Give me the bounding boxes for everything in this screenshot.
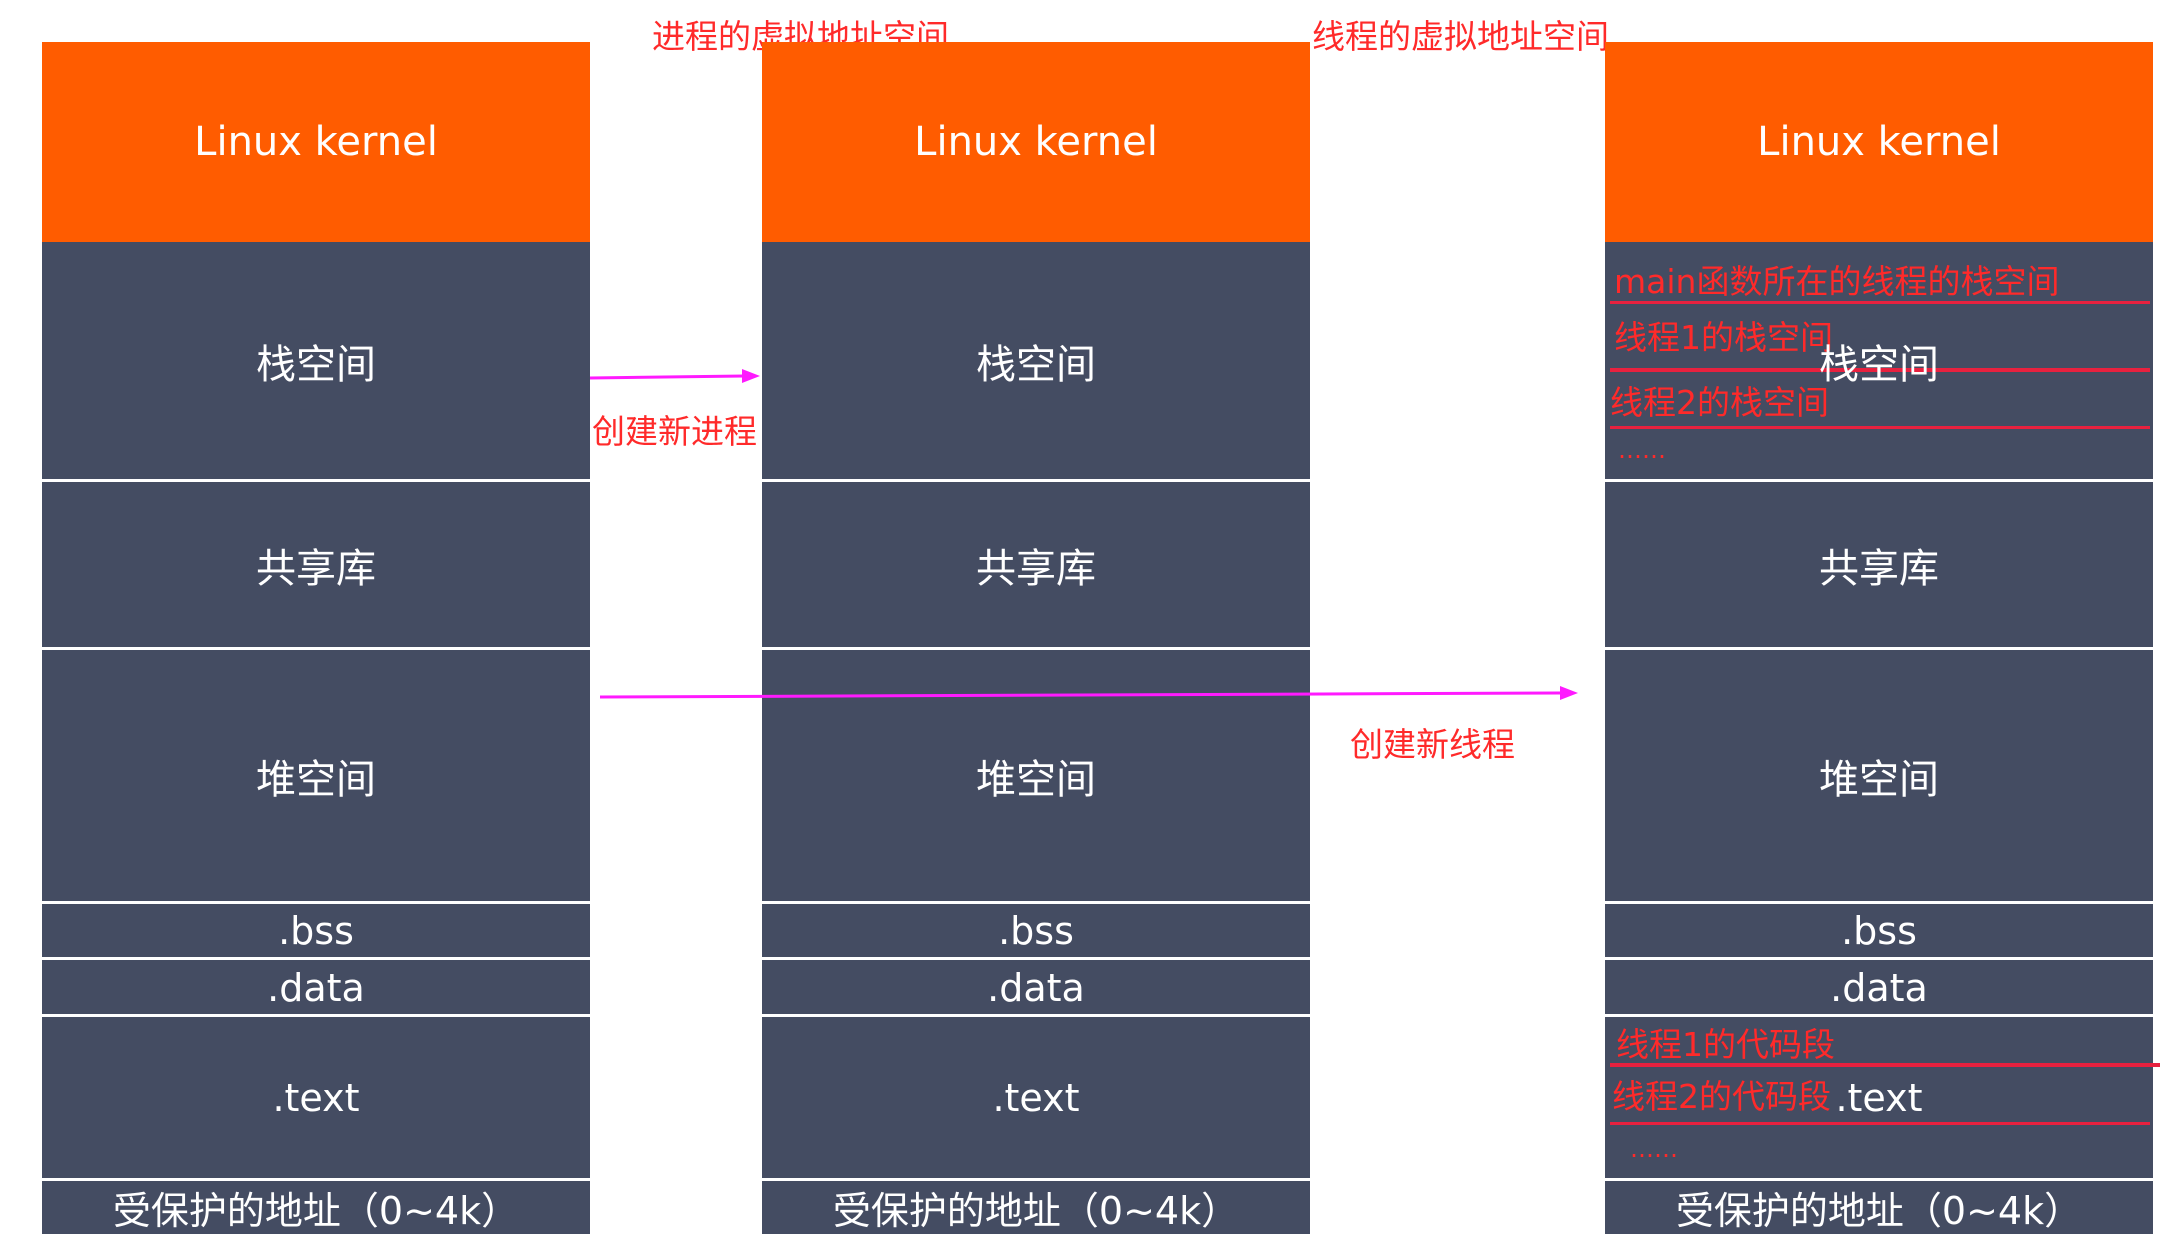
new-process-arrowhead (742, 369, 760, 383)
new-thread-arrow-line (599, 691, 1561, 699)
data-segment: .data (762, 960, 1310, 1015)
shared-lib-segment: 共享库 (762, 482, 1310, 648)
divider (1605, 479, 2153, 482)
divider (762, 957, 1310, 960)
new-thread-arrowhead (1560, 686, 1578, 700)
divider (1605, 647, 2153, 650)
thread1-code-label: 线程1的代码段 (1616, 1025, 1835, 1064)
segment-label: 栈空间 (1819, 342, 1939, 388)
divider (42, 479, 590, 482)
protected-segment: 受保护的地址（0~4k） (762, 1181, 1310, 1234)
bss-segment: .bss (1605, 904, 2153, 958)
segment-label: .bss (1841, 909, 1917, 953)
segment-label: .text (1835, 1076, 1923, 1120)
divider (762, 479, 1310, 482)
divider (42, 957, 590, 960)
divider (42, 1178, 590, 1181)
text-segment: .text (1605, 1017, 2153, 1179)
divider (762, 1178, 1310, 1181)
divider (42, 647, 590, 650)
data-segment: .data (1605, 960, 2153, 1015)
segment-label: .text (992, 1076, 1080, 1120)
kernel-segment: Linux kernel (762, 42, 1310, 242)
stack-segment: 栈空间 (42, 242, 590, 480)
segment-label: .bss (278, 909, 354, 953)
thread2-code-label: 线程2的代码段 (1612, 1077, 1831, 1116)
segment-label: Linux kernel (194, 119, 438, 165)
segment-label: 堆空间 (976, 757, 1096, 803)
segment-label: 堆空间 (1819, 757, 1939, 803)
thread-vas-title: 线程的虚拟地址空间 (1312, 17, 1609, 56)
divider (42, 1014, 590, 1017)
thread2-stack-label: 线程2的栈空间 (1610, 383, 1829, 422)
divider (762, 1014, 1310, 1017)
new-process-label: 创建新进程 (592, 412, 757, 451)
segment-label: Linux kernel (1757, 119, 2001, 165)
segment-label: 受保护的地址（0~4k） (112, 1189, 520, 1233)
main-thread-stack-label: main函数所在的线程的栈空间 (1614, 262, 2060, 301)
annotation-line (1610, 426, 2150, 429)
protected-segment: 受保护的地址（0~4k） (1605, 1181, 2153, 1234)
kernel-segment: Linux kernel (1605, 42, 2153, 242)
divider (1605, 1178, 2153, 1181)
segment-label: .bss (998, 909, 1074, 953)
protected-segment: 受保护的地址（0~4k） (42, 1181, 590, 1234)
segment-label: Linux kernel (914, 119, 1158, 165)
text-segment: .text (42, 1017, 590, 1179)
segment-label: 受保护的地址（0~4k） (832, 1189, 1240, 1233)
segment-label: 共享库 (1819, 546, 1939, 592)
segment-label: 共享库 (976, 546, 1096, 592)
divider (762, 647, 1310, 650)
divider (762, 901, 1310, 904)
stack-segment: 栈空间 (1605, 242, 2153, 480)
segment-label: .data (267, 965, 365, 1010)
annotation-line (1610, 1122, 2150, 1125)
segment-label: 栈空间 (976, 342, 1096, 388)
segment-label: .data (987, 965, 1085, 1010)
heap-segment: 堆空间 (1605, 650, 2153, 902)
shared-lib-segment: 共享库 (1605, 482, 2153, 648)
bss-segment: .bss (42, 904, 590, 958)
heap-segment: 堆空间 (762, 650, 1310, 902)
segment-label: .text (272, 1076, 360, 1120)
shared-lib-segment: 共享库 (42, 482, 590, 648)
segment-label: .data (1830, 965, 1928, 1010)
segment-label: 共享库 (256, 546, 376, 592)
heap-segment: 堆空间 (42, 650, 590, 902)
divider (42, 901, 590, 904)
kernel-segment: Linux kernel (42, 42, 590, 242)
stack-segment: 栈空间 (762, 242, 1310, 480)
segment-label: 受保护的地址（0~4k） (1675, 1189, 2083, 1233)
text-segment: .text (762, 1017, 1310, 1179)
segment-label: 堆空间 (256, 757, 376, 803)
divider (1605, 957, 2153, 960)
new-thread-label: 创建新线程 (1350, 725, 1515, 764)
new-process-arrow-line (589, 374, 745, 380)
segment-label: 栈空间 (256, 342, 376, 388)
annotation-line (1610, 301, 2150, 304)
thread1-stack-label: 线程1的栈空间 (1614, 318, 1833, 357)
bss-segment: .bss (762, 904, 1310, 958)
thread-code-more: …… (1630, 1135, 1678, 1163)
data-segment: .data (42, 960, 590, 1015)
divider (1605, 901, 2153, 904)
thread-stack-more: …… (1618, 436, 1666, 464)
annotation-line (1610, 1063, 2160, 1067)
divider (1605, 1014, 2153, 1017)
annotation-line (1610, 368, 2150, 372)
